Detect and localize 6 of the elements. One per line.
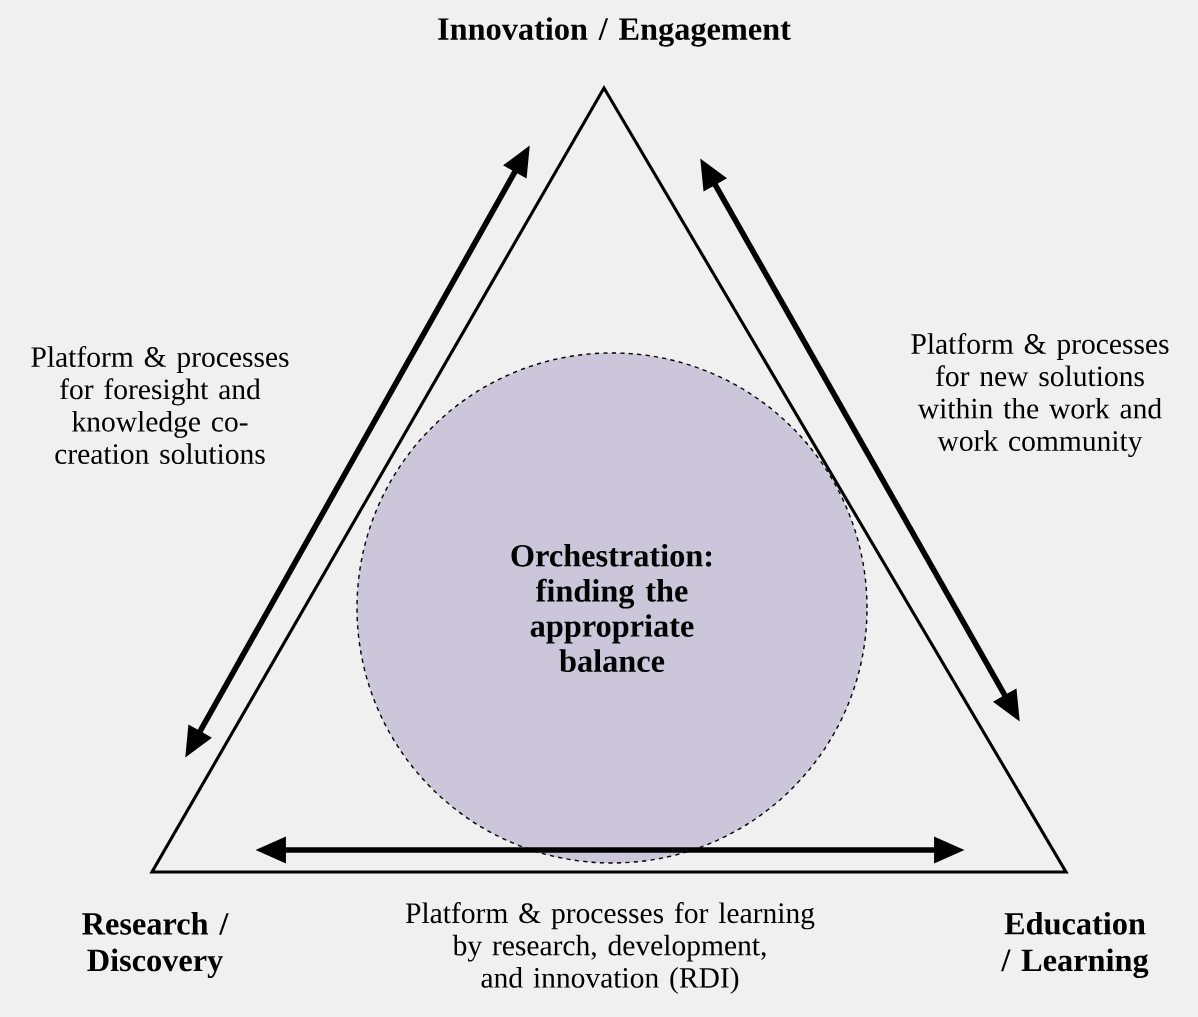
side-label: Platform & processes for foresight and knowledge co-creation solutions — [31, 345, 289, 464]
corner-label: Education / Learning — [1001, 911, 1149, 979]
side-label: Platform & processes for new solutions within the work and work community — [911, 332, 1169, 458]
corner-label: Research / Discovery — [82, 912, 229, 978]
corner-label: Innovation / Engagement — [438, 17, 791, 47]
side-label: Platform & processes for learning by research, development, and innovation (RDI) — [405, 902, 815, 994]
